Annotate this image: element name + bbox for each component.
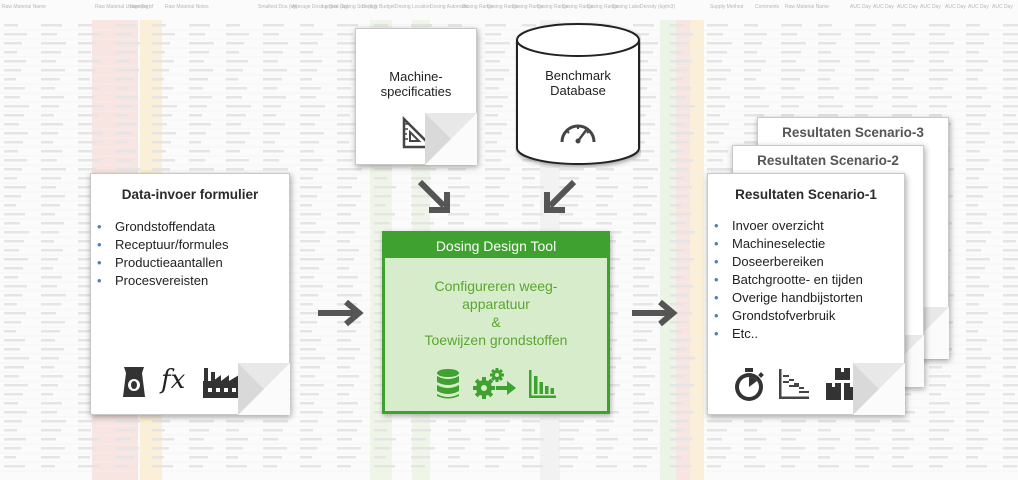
spreadsheet-column-header: Supply Method: [710, 4, 744, 10]
list-item: Machineselectie: [708, 235, 904, 253]
list-item: Invoer overzicht: [708, 217, 904, 235]
list-item: Grondstofverbruik: [708, 307, 904, 325]
spreadsheet-column-header: Dosing Range: [562, 4, 594, 10]
spreadsheet-column-header: Comments: [755, 4, 780, 10]
scenario-1-title: Resultaten Scenario-1: [735, 187, 877, 202]
spreadsheet-column-header: Dosing Range: [462, 4, 494, 10]
list-item: Overige handbijstorten: [708, 289, 904, 307]
spreadsheet-column-header: Dosing Location: [395, 4, 431, 10]
tool-header: Dosing Design Tool: [385, 234, 607, 258]
machine-specs-label-2: specificaties: [380, 84, 452, 99]
bar-chart-icon: [529, 370, 556, 398]
spreadsheet-column-header: Dosing Range: [487, 4, 519, 10]
spreadsheet-column-header: Dosing Range: [537, 4, 569, 10]
list-item: Batchgrootte- en tijden: [708, 271, 904, 289]
input-form-list: Grondstoffendata Receptuur/formules Prod…: [91, 218, 289, 290]
spreadsheet-column-header: AUC Day: [945, 4, 966, 10]
tool-line-2: apparatuur: [462, 296, 530, 312]
spreadsheet-column-header: Largest Dosing Size (kg): [322, 4, 377, 10]
scenario-3-title: Resultaten Scenario-3: [782, 125, 924, 140]
spreadsheet-column-header: AUC Day: [992, 4, 1013, 10]
input-form-document: Data-invoer formulier Grondstoffendata R…: [90, 173, 290, 415]
gauge-icon: [560, 124, 596, 144]
dosing-design-tool-box: Dosing Design Tool Configureren weeg- ap…: [382, 231, 610, 414]
tool-line-1: Configureren weeg-: [434, 278, 558, 294]
spreadsheet-column-header: Dosing Label: [612, 4, 641, 10]
benchmark-label-2: Database: [550, 83, 606, 98]
spreadsheet-column-header: AUC Day: [968, 4, 989, 10]
factory-icon: [203, 368, 239, 398]
arrow-tool-to-results: [632, 299, 678, 327]
arrow-database-to-tool: [544, 179, 577, 213]
spreadsheet-column-header: Average Dosing Size (kg): [292, 4, 349, 10]
spreadsheet-column-header: AUC Day: [920, 4, 941, 10]
spreadsheet-column-header: Dosing Range: [587, 4, 619, 10]
spreadsheet-column-header: Dosing Range: [512, 4, 544, 10]
benchmark-label-1: Benchmark: [545, 68, 611, 83]
spreadsheet-column-header: Raw Material Name: [2, 4, 46, 10]
list-item: Productieaantallen: [91, 254, 289, 272]
tool-line-4: Toewijzen grondstoffen: [424, 332, 568, 348]
spreadsheet-column-header: Dosing Automatic: [430, 4, 469, 10]
spreadsheet-column-header: AUC Day: [850, 4, 871, 10]
benchmark-database-label: Benchmark Database: [515, 68, 641, 98]
spreadsheet-column-header: Dosing Budget: [362, 4, 395, 10]
spreadsheet-column-header: Raw Material Usage (kg): [95, 4, 150, 10]
list-item: Grondstoffendata: [91, 218, 289, 236]
spreadsheet-column-header: Raw Material Name: [785, 4, 829, 10]
list-item: Doseerbereiken: [708, 253, 904, 271]
benchmark-database-cylinder: [516, 23, 640, 165]
gears-arrow-icon: [473, 368, 516, 399]
arrow-machine-to-tool: [417, 179, 450, 213]
results-scenario-1-document: Resultaten Scenario-1 Invoer overzicht M…: [707, 173, 905, 415]
function-icon: fx: [161, 365, 186, 395]
results-list: Invoer overzicht Machineselectie Doseerb…: [708, 217, 904, 343]
tool-line-3: &: [491, 314, 501, 330]
spreadsheet-column-header: Number of: [130, 4, 154, 10]
scenario-2-title: Resultaten Scenario-2: [757, 153, 899, 168]
machine-specs-document: Machine- specificaties: [355, 28, 477, 165]
set-square-icon: [402, 115, 436, 149]
stopwatch-icon: [735, 368, 764, 401]
step-chart-icon: [779, 369, 809, 399]
list-item: Receptuur/formules: [91, 236, 289, 254]
bag-icon: [123, 367, 145, 397]
machine-specs-label-1: Machine-: [389, 69, 443, 84]
list-item: Etc..: [708, 325, 904, 343]
spreadsheet-column-header: Raw Material Notes: [165, 4, 209, 10]
arrow-form-to-tool: [318, 299, 364, 327]
spreadsheet-column-header: AUC Day: [897, 4, 918, 10]
database-icon: [437, 369, 459, 399]
spreadsheet-column-header: Smallest Dos (kg): [258, 4, 298, 10]
input-form-title: Data-invoer formulier: [121, 187, 259, 202]
list-item: Procesvereisten: [91, 272, 289, 290]
spreadsheet-column-header: Density (kg/m3): [640, 4, 675, 10]
spreadsheet-column-header: AUC Day: [873, 4, 894, 10]
